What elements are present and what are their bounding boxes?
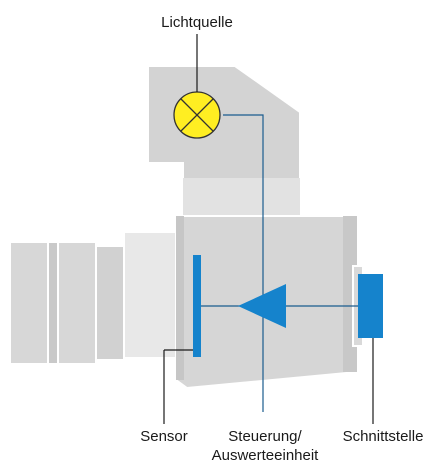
sensor-bar [193,255,201,357]
light-head-housing [147,65,301,226]
lens [9,231,183,365]
lamp-cross-icon [173,91,221,139]
control-triangle-icon [238,284,286,328]
leader-lines [163,34,374,424]
label-sensor: Sensor [140,428,188,445]
interface-block [358,274,383,338]
label-control-line2: Auswerteeinheit [212,447,320,464]
label-control-line1: Steuerung/ [228,428,302,445]
label-light-source: Lichtquelle [161,14,233,31]
label-interface: Schnittstelle [343,428,424,445]
